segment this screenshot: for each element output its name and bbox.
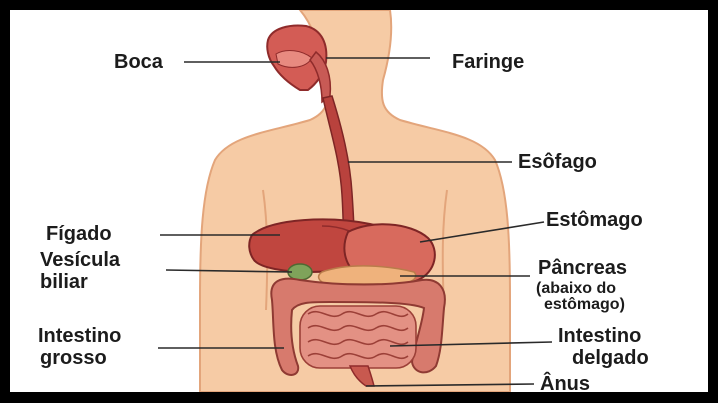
label-faringe: Faringe (452, 52, 524, 73)
label-pancreas: Pâncreas (538, 258, 627, 279)
label-esofago: Esôfago (518, 152, 597, 173)
diagram-canvas: Boca Faringe Esôfago Fígado Vesícula bil… (10, 10, 708, 392)
label-vesicula-line2: biliar (40, 272, 88, 293)
label-anus: Ânus (540, 374, 590, 392)
label-pancreas-note-line1: (abaixo do (536, 280, 616, 297)
label-boca: Boca (114, 52, 163, 73)
label-figado: Fígado (46, 224, 112, 245)
label-intestino-grosso-line2: grosso (40, 348, 107, 369)
pancreas (319, 266, 416, 284)
label-estomago: Estômago (546, 210, 643, 231)
label-intestino-grosso-line1: Intestino (38, 326, 121, 347)
label-intestino-delgado-line1: Intestino (558, 326, 641, 347)
label-pancreas-note-line2: estômago) (544, 296, 625, 313)
small-intestine (300, 306, 416, 368)
label-vesicula-line1: Vesícula (40, 250, 120, 271)
label-intestino-delgado-line2: delgado (572, 348, 649, 369)
